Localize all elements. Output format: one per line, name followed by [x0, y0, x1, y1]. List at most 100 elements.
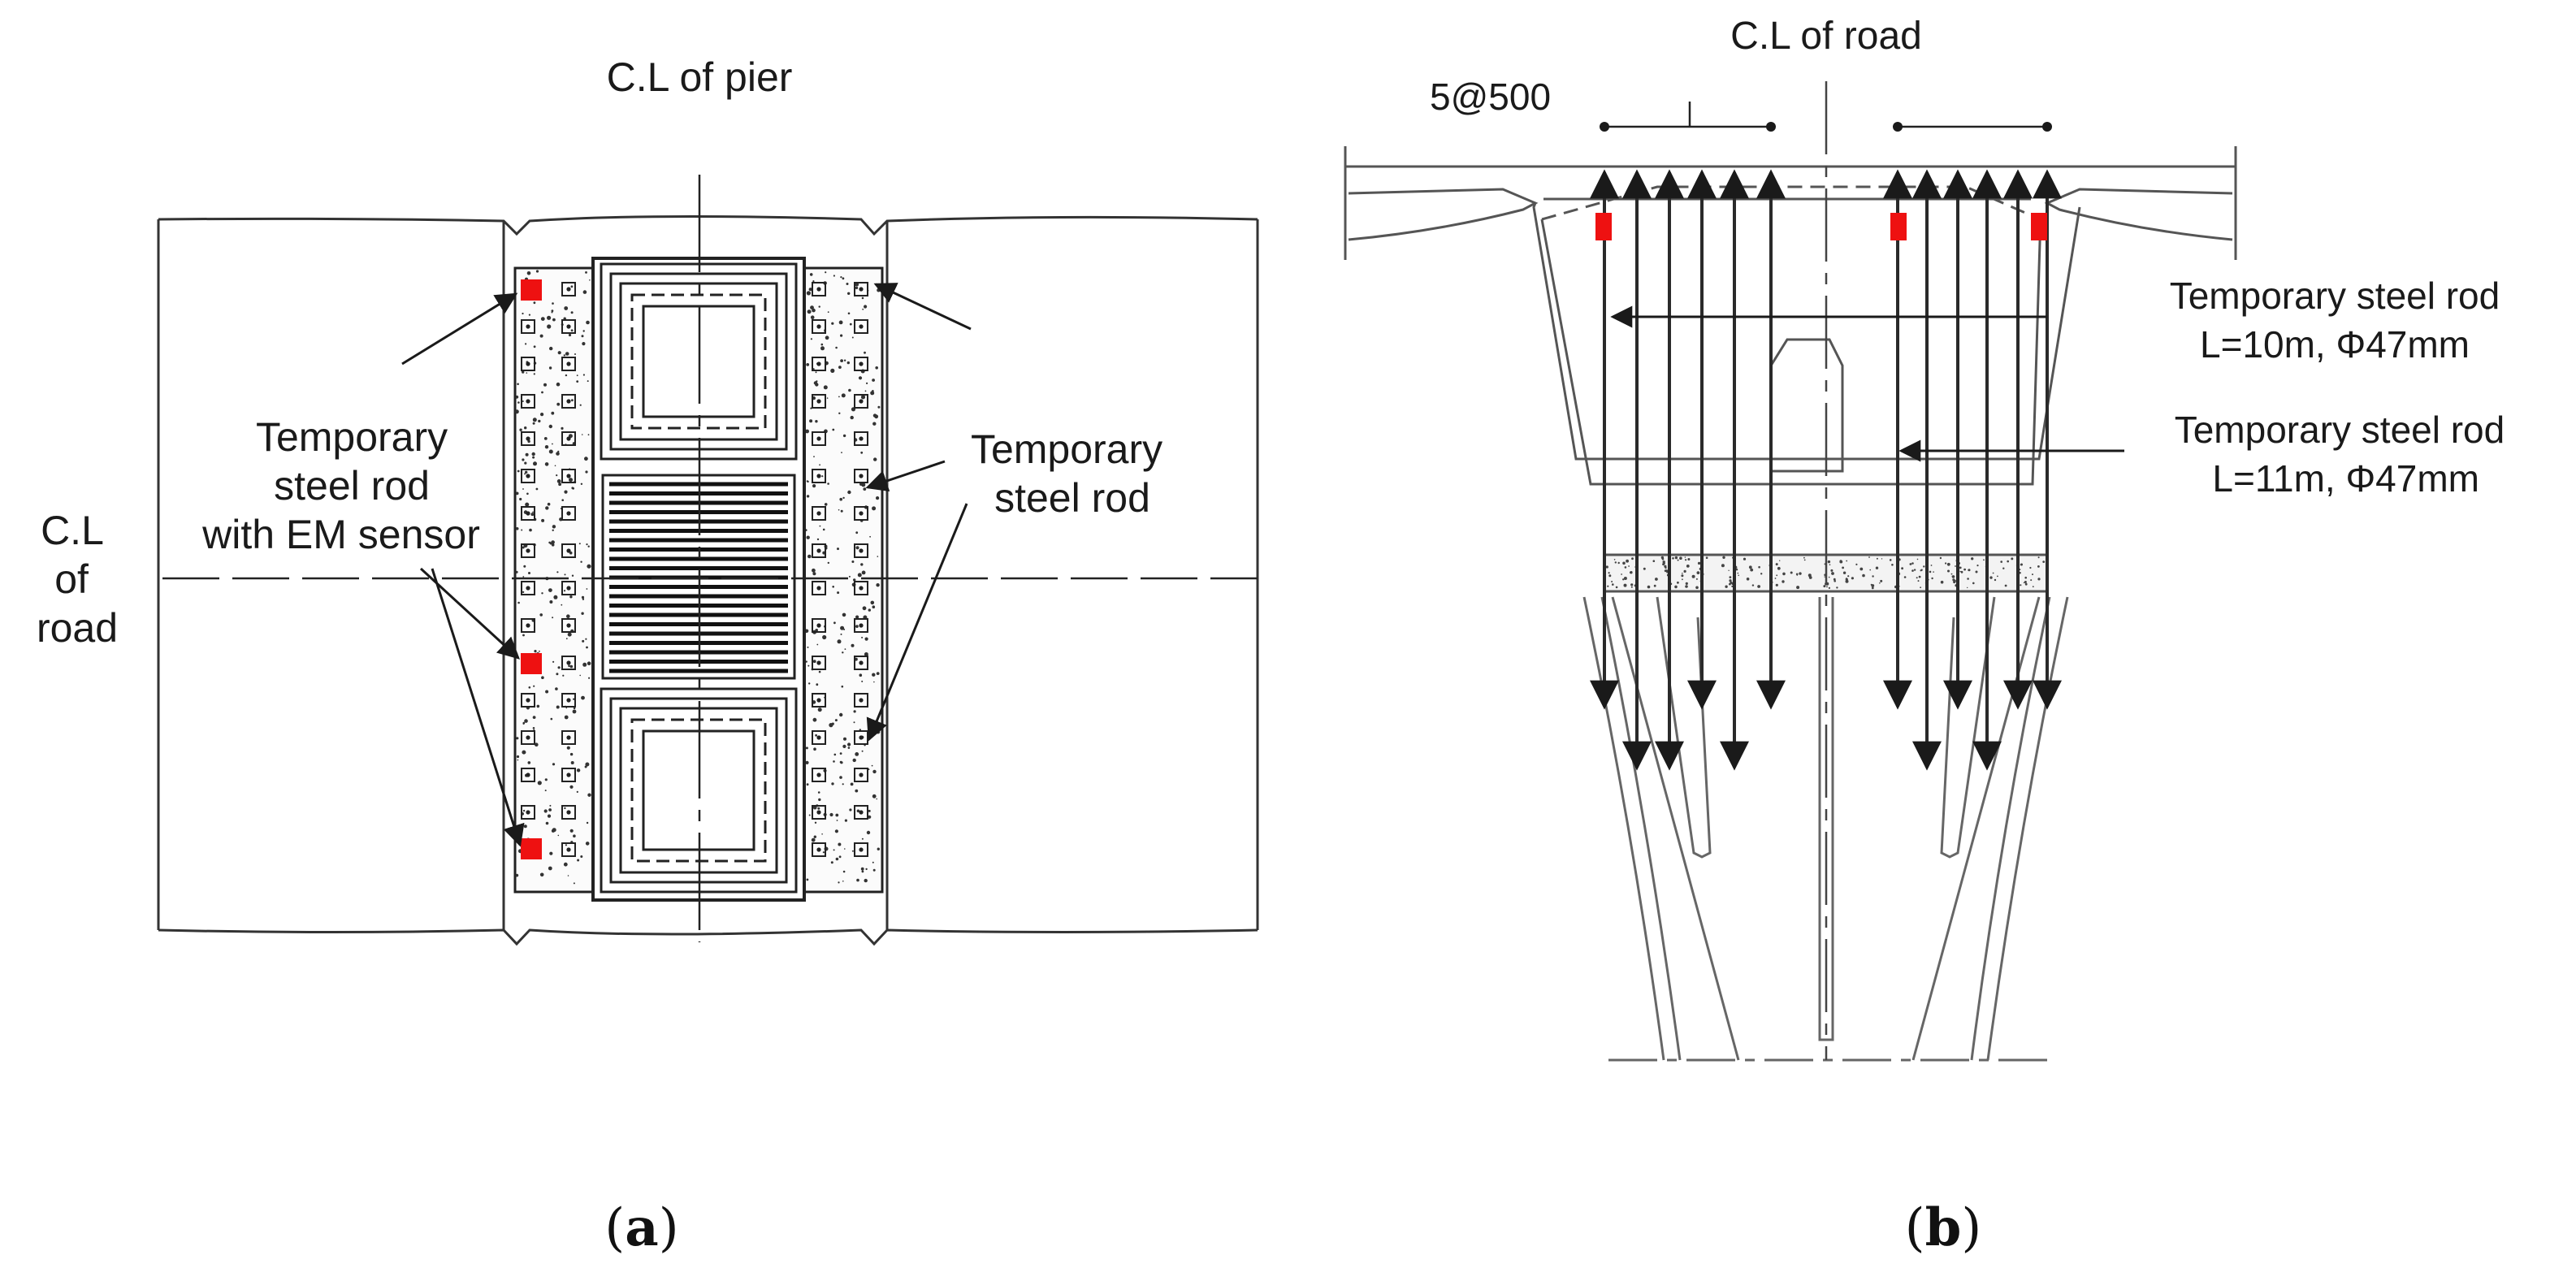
concrete-speck — [838, 412, 841, 414]
mortar-speck — [1790, 571, 1793, 574]
label-cl-of-road-b: C.L of road — [1730, 15, 1922, 58]
rod-marker-dot — [816, 361, 821, 366]
concrete-speck — [522, 809, 526, 812]
rod-marker — [812, 693, 826, 708]
rod-marker-dot — [566, 399, 571, 404]
concrete-speck — [862, 606, 867, 611]
concrete-speck — [515, 873, 519, 877]
rod-marker — [521, 357, 535, 371]
rod-marker-dot — [816, 735, 821, 740]
leader-arrows-b — [1610, 305, 2124, 462]
concrete-speck — [840, 625, 845, 630]
concrete-speck — [533, 685, 535, 687]
concrete-speck — [838, 855, 842, 859]
concrete-speck — [587, 380, 589, 383]
concrete-speck — [871, 764, 873, 767]
label-cl-of-road-line: C.L — [41, 508, 103, 553]
mortar-speck — [1721, 564, 1725, 568]
mortar-speck — [1909, 563, 1912, 565]
concrete-speck — [862, 308, 864, 310]
concrete-speck — [857, 573, 862, 578]
rod-marker — [521, 581, 535, 595]
concrete-speck — [827, 311, 829, 314]
concrete-speck — [812, 368, 815, 370]
concrete-speck — [861, 680, 864, 682]
label-cl-of-road-a: C.L of road — [37, 508, 118, 651]
concrete-speck — [846, 361, 851, 365]
rod-marker-dot — [859, 586, 864, 591]
concrete-speck — [556, 474, 558, 477]
rod-marker-dot — [859, 511, 864, 516]
mortar-speck — [1920, 569, 1922, 572]
concrete-speck — [814, 821, 817, 824]
rod-marker — [521, 618, 535, 633]
mortar-speck — [1775, 563, 1778, 566]
rod-marker — [521, 768, 535, 782]
concrete-speck — [523, 565, 526, 568]
concrete-speck — [835, 813, 839, 817]
concrete-speck — [585, 470, 588, 474]
concrete-speck — [586, 320, 590, 325]
concrete-speck — [842, 434, 846, 438]
rod-marker — [521, 394, 535, 409]
concrete-speck — [826, 397, 829, 399]
mortar-speck — [1828, 586, 1830, 590]
mortar-speck — [1613, 559, 1616, 560]
concrete-speck — [543, 809, 548, 813]
concrete-speck — [831, 722, 834, 725]
concrete-speck — [855, 546, 859, 550]
mortar-speck — [1862, 573, 1865, 578]
mortar-speck — [1876, 557, 1878, 560]
concrete-speck — [815, 383, 819, 387]
rod-marker — [854, 357, 868, 371]
concrete-speck — [516, 652, 518, 655]
mortar-speck — [1803, 556, 1805, 559]
rod-marker-dot — [526, 361, 530, 366]
rod-marker — [812, 581, 826, 595]
mortar-speck — [1983, 559, 1985, 561]
concrete-speck — [832, 586, 834, 588]
concrete-speck — [552, 828, 556, 833]
mortar-speck — [1917, 580, 1920, 582]
mortar-speck — [1933, 571, 1934, 573]
mortar-speck — [1605, 565, 1608, 569]
mortar-speck — [1911, 569, 1914, 572]
rod-marker — [854, 319, 868, 334]
label-rod-11m: Temporary steel rod L=11m, Φ47mm — [2175, 409, 2515, 500]
concrete-speck — [558, 483, 561, 487]
concrete-speck — [816, 380, 818, 383]
concrete-speck — [868, 608, 872, 612]
mortar-speck — [1831, 572, 1834, 575]
mortar-speck — [1846, 560, 1848, 562]
concrete-speck — [555, 687, 558, 690]
concrete-speck — [525, 502, 530, 507]
rod-marker-dot — [526, 698, 530, 703]
concrete-speck — [851, 643, 855, 647]
mortar-speck — [1868, 556, 1870, 558]
rod-marker — [812, 842, 826, 857]
concrete-speck — [551, 411, 555, 415]
concrete-speck — [823, 385, 828, 390]
rod-marker-dot — [566, 324, 571, 329]
rod-marker-dot — [566, 436, 571, 441]
concrete-speck — [840, 276, 842, 279]
concrete-speck — [524, 426, 527, 430]
mortar-speck — [1750, 568, 1754, 572]
rod-marker-dot — [859, 847, 864, 852]
concrete-speck — [517, 759, 519, 761]
concrete-speck — [838, 396, 840, 398]
concrete-speck — [846, 283, 849, 285]
mortar-speck — [1729, 576, 1732, 578]
rod-marker — [561, 581, 576, 595]
concrete-speck — [579, 404, 582, 406]
concrete-speck — [872, 379, 875, 382]
rod-marker — [854, 506, 868, 521]
mortar-speck — [1796, 574, 1799, 576]
concrete-speck — [521, 529, 523, 531]
mortar-speck — [1834, 580, 1836, 582]
rod-marker — [812, 656, 826, 670]
mortar-speck — [1889, 559, 1892, 561]
concrete-speck — [851, 850, 854, 852]
concrete-speck — [565, 352, 569, 356]
concrete-speck — [841, 393, 846, 398]
